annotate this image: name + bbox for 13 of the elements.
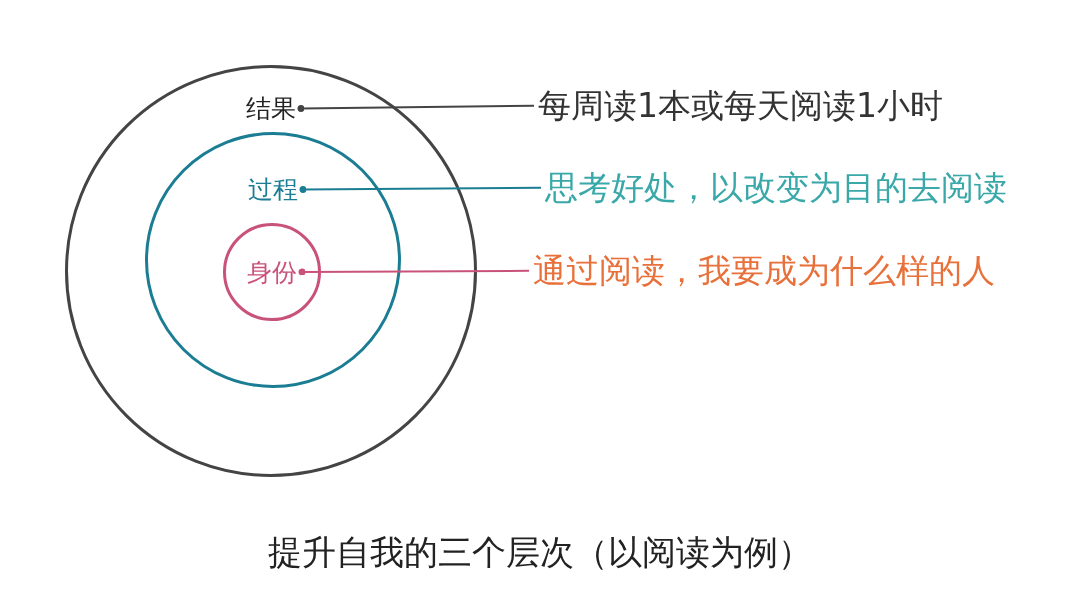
- caption: 提升自我的三个层次（以阅读为例）: [267, 531, 813, 574]
- level-circle: [145, 132, 401, 388]
- level-label: 过程: [248, 177, 298, 202]
- level-circle: [65, 65, 477, 477]
- annotation-text: 通过阅读，我要成为什么样的人: [533, 251, 995, 291]
- leader-line: [299, 186, 542, 193]
- level-label: 结果: [246, 96, 296, 121]
- level-label: 身份: [247, 259, 297, 285]
- level-circle: [223, 223, 321, 321]
- annotation-text: 每周读1本或每天阅读1小时: [538, 86, 943, 126]
- annotation-text: 思考好处，以改变为目的去阅读: [545, 168, 1007, 208]
- leader-line: [297, 104, 535, 112]
- leader-line: [298, 268, 530, 276]
